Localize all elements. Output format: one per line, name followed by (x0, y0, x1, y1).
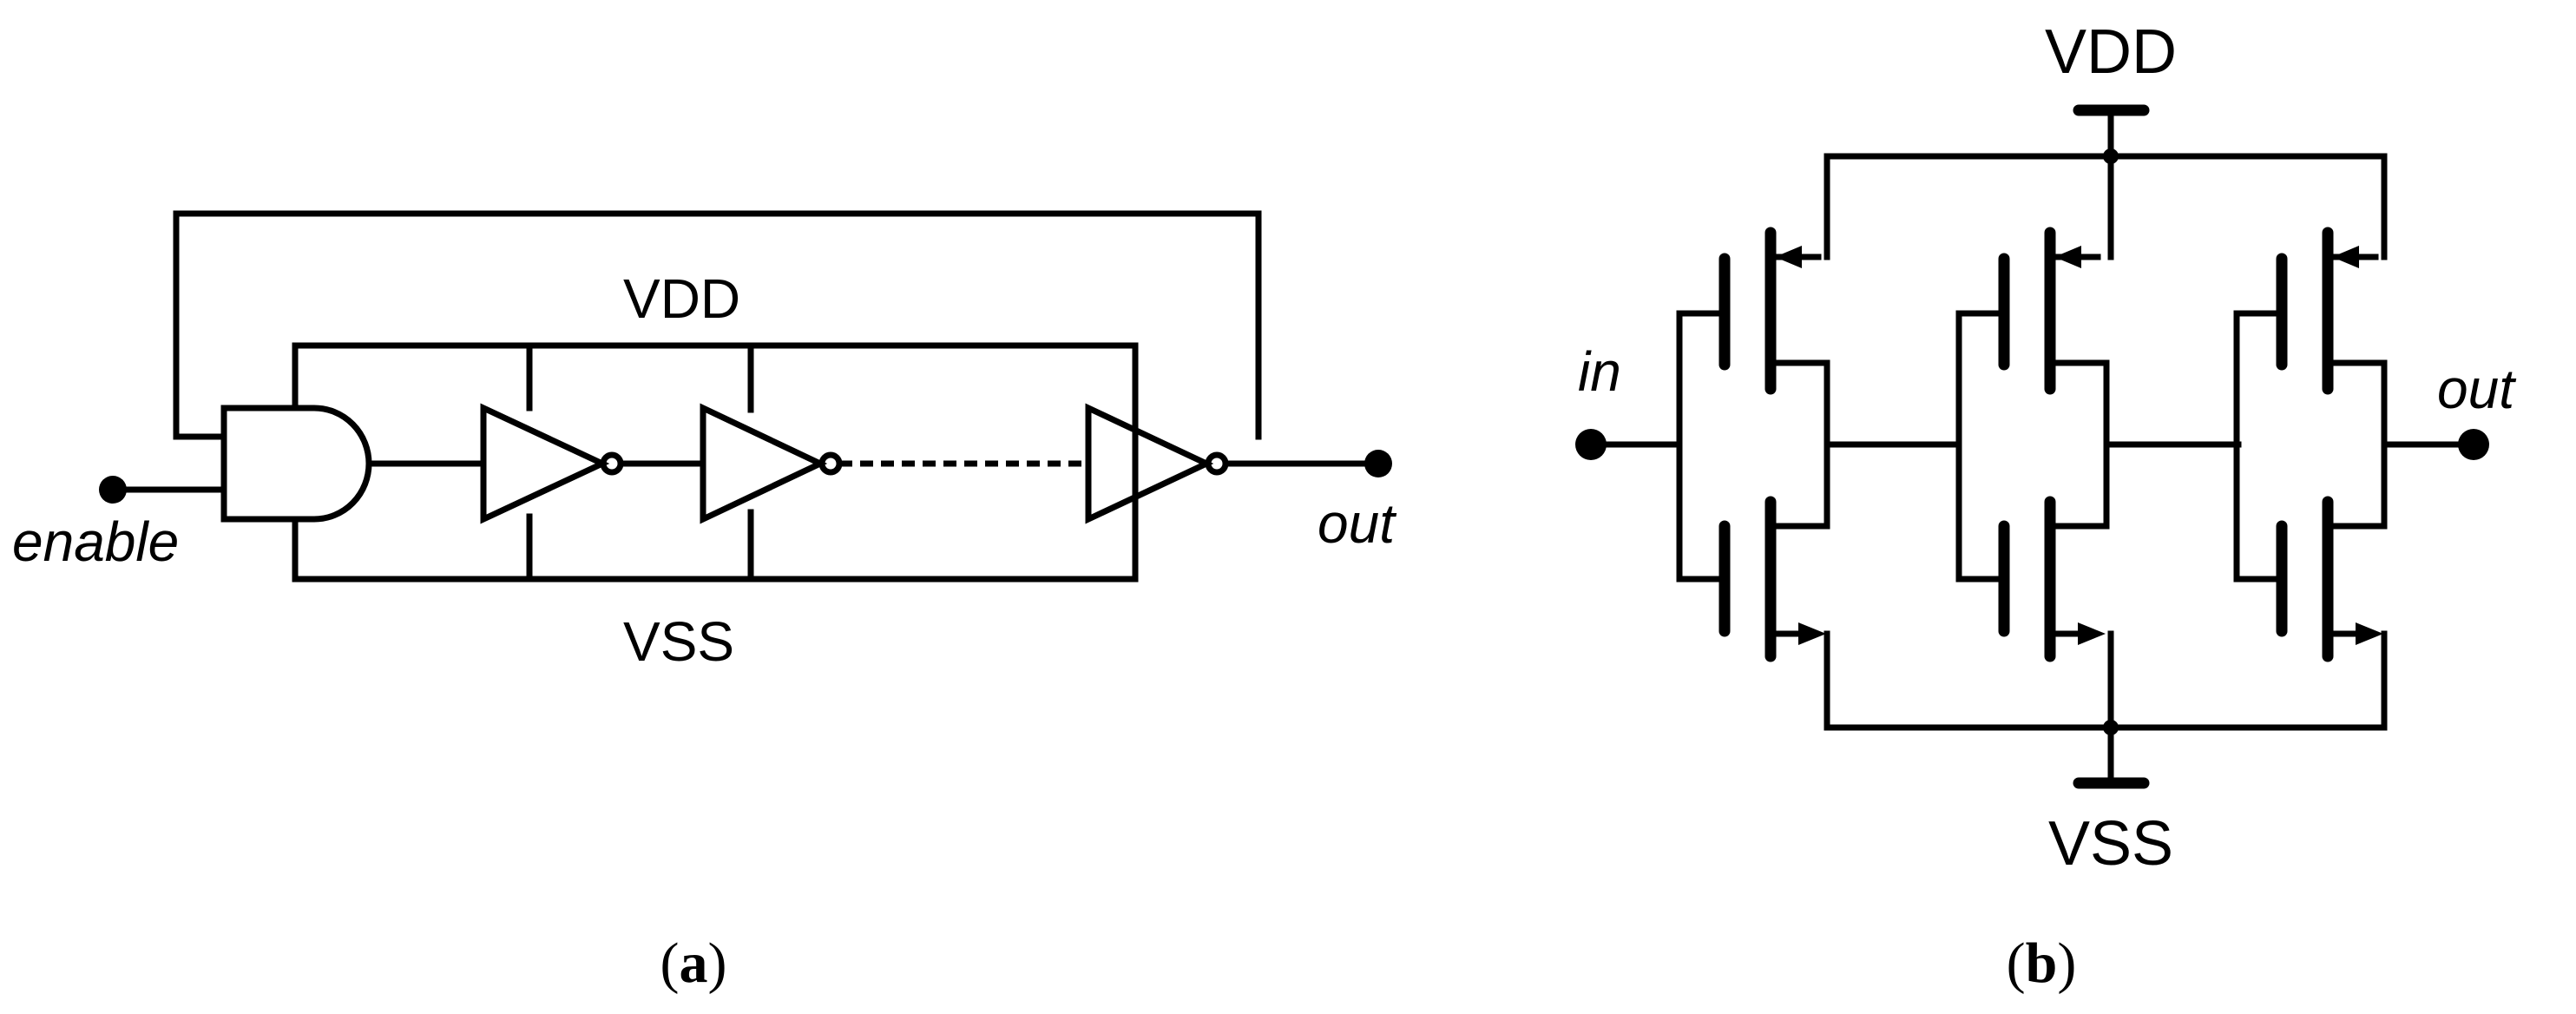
panel-a-ring-oscillator: VDD VSS enable out (a) (12, 210, 1396, 995)
cmos-inverter-stages (1676, 227, 2388, 662)
panel-b-cmos-inverter-chain: VDD VSS in out (b) (1575, 17, 2516, 995)
out-wire-a (1222, 450, 1392, 477)
panel-b-caption: (b) (2007, 932, 2077, 995)
vss-label-a: VSS (623, 610, 734, 673)
pmos-transistor (1998, 227, 2110, 530)
pmos-transistor (1718, 227, 1830, 530)
in-label: in (1578, 340, 1621, 403)
panel-a-caption: (a) (660, 932, 727, 995)
vdd-supply-b (1824, 104, 2388, 260)
vdd-label-b: VDD (2045, 17, 2177, 87)
cmos-stage-2 (1955, 227, 2242, 662)
nmos-transistor (2276, 496, 2383, 662)
cmos-stage-1 (1676, 227, 1962, 662)
nand-gate (220, 405, 487, 523)
enable-input-wire (99, 476, 227, 504)
vss-label-b: VSS (2048, 809, 2173, 879)
feedback-loop-wire (173, 210, 1262, 440)
enable-terminal[interactable] (99, 476, 127, 504)
in-terminal-wire (1575, 429, 1683, 460)
out-terminal-b[interactable] (2458, 429, 2489, 460)
out-label-a: out (1318, 492, 1396, 555)
out-label-b: out (2437, 358, 2516, 420)
vss-supply-b (1824, 630, 2388, 789)
enable-label: enable (12, 510, 179, 573)
out-terminal-a[interactable] (1364, 450, 1392, 477)
inverter-n (1085, 403, 1229, 524)
out-wire-b (2381, 429, 2489, 460)
inverter-2 (700, 403, 843, 524)
cmos-stage-3 (2233, 227, 2388, 662)
inverter-1 (480, 403, 624, 524)
vss-rail-a (292, 458, 1139, 583)
vdd-rail-a (292, 342, 1139, 469)
in-terminal[interactable] (1575, 429, 1607, 460)
vdd-label-a: VDD (623, 267, 740, 330)
nmos-transistor (1718, 496, 1826, 662)
nmos-transistor (1998, 496, 2106, 662)
pmos-transistor (2276, 227, 2388, 530)
